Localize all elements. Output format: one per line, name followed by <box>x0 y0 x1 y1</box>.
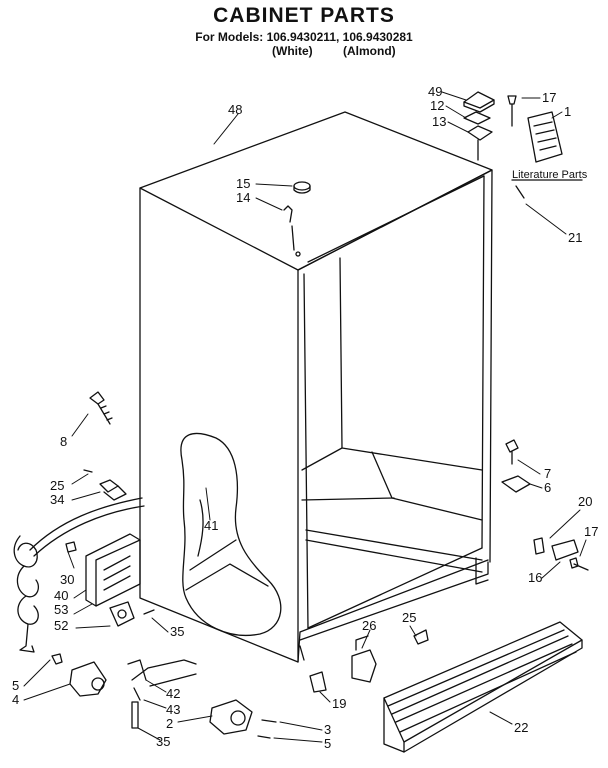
lower-parts <box>51 653 277 739</box>
callout-3: 3 <box>324 722 331 737</box>
leader-lines <box>23 91 587 743</box>
models-line: For Models: 106.9430211, 106.9430281 <box>195 30 413 44</box>
top-hinge-parts <box>463 91 517 161</box>
color-white-label: (White) <box>272 44 313 58</box>
callout-5-bottom: 5 <box>324 736 331 751</box>
callout-5-left: 5 <box>12 678 19 693</box>
callout-13: 13 <box>432 114 446 129</box>
callout-2: 2 <box>166 716 173 731</box>
callout-35-mid: 35 <box>170 624 184 639</box>
callout-19: 19 <box>332 696 346 711</box>
bracket-part <box>501 439 531 493</box>
callout-6: 6 <box>544 480 551 495</box>
plug-buttons <box>283 181 311 257</box>
callout-15: 15 <box>236 176 250 191</box>
callout-43: 43 <box>166 702 180 717</box>
cabinet-body <box>139 111 493 663</box>
callout-17-right: 17 <box>584 524 598 539</box>
callout-8: 8 <box>60 434 67 449</box>
callout-52: 52 <box>54 618 68 633</box>
callout-labels: 48 49 12 13 17 1 15 14 21 8 7 6 25 34 41… <box>12 84 598 751</box>
color-almond-label: (Almond) <box>343 44 396 58</box>
literature-parts <box>511 111 583 199</box>
callout-34: 34 <box>50 492 64 507</box>
callout-25-center: 25 <box>402 610 416 625</box>
literature-label: Literature Parts <box>512 169 588 181</box>
callout-21: 21 <box>568 230 582 245</box>
page-title: CABINET PARTS <box>213 4 395 27</box>
callout-17-top: 17 <box>542 90 556 105</box>
callout-25-left: 25 <box>50 478 64 493</box>
callout-7: 7 <box>544 466 551 481</box>
toe-grille <box>383 621 583 753</box>
callout-1: 1 <box>564 104 571 119</box>
callout-22: 22 <box>514 720 528 735</box>
callout-35-bottom: 35 <box>156 734 170 749</box>
callout-16: 16 <box>528 570 542 585</box>
hinge-bracket-parts <box>309 629 429 693</box>
callout-30: 30 <box>60 572 74 587</box>
rail-bracket-part <box>533 537 589 571</box>
callout-14: 14 <box>236 190 250 205</box>
callout-20: 20 <box>578 494 592 509</box>
screw-part <box>89 391 113 425</box>
callout-49: 49 <box>428 84 442 99</box>
callout-48: 48 <box>228 102 242 117</box>
callout-26: 26 <box>362 618 376 633</box>
callout-42: 42 <box>166 686 180 701</box>
callout-53: 53 <box>54 602 68 617</box>
callout-40: 40 <box>54 588 68 603</box>
callout-12: 12 <box>430 98 444 113</box>
callout-4: 4 <box>12 692 19 707</box>
callout-41: 41 <box>204 518 218 533</box>
electrical-parts <box>13 469 155 653</box>
